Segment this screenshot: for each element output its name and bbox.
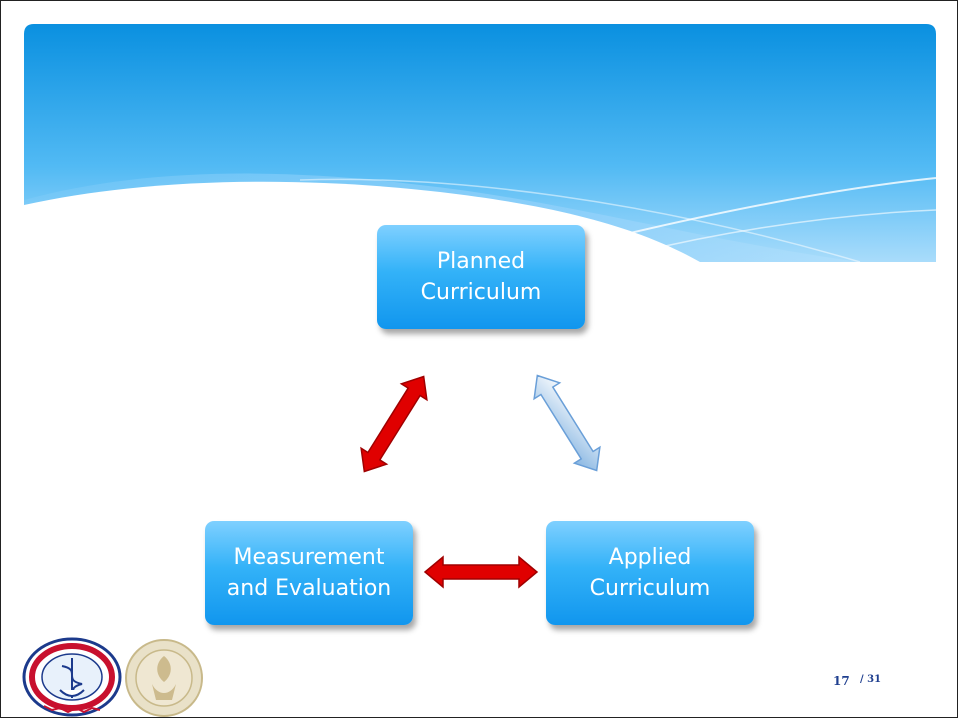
node-measurement-evaluation: Measurement and Evaluation [205, 521, 413, 625]
node-applied-label: Applied Curriculum [589, 545, 711, 601]
double-arrow-planned-measurement [360, 375, 428, 473]
university-seal-right [125, 639, 203, 717]
double-arrow-planned-applied [533, 374, 601, 472]
university-seal-left [22, 637, 122, 717]
node-planned-curriculum: Planned Curriculum [377, 225, 585, 329]
page-number-total: / 31 [860, 674, 882, 685]
double-arrow-measurement-applied [423, 555, 539, 589]
page-number-current: 17 [833, 674, 850, 688]
node-planned-label: Planned Curriculum [420, 249, 542, 305]
node-applied-curriculum: Applied Curriculum [546, 521, 754, 625]
node-measurement-label: Measurement and Evaluation [226, 545, 392, 601]
